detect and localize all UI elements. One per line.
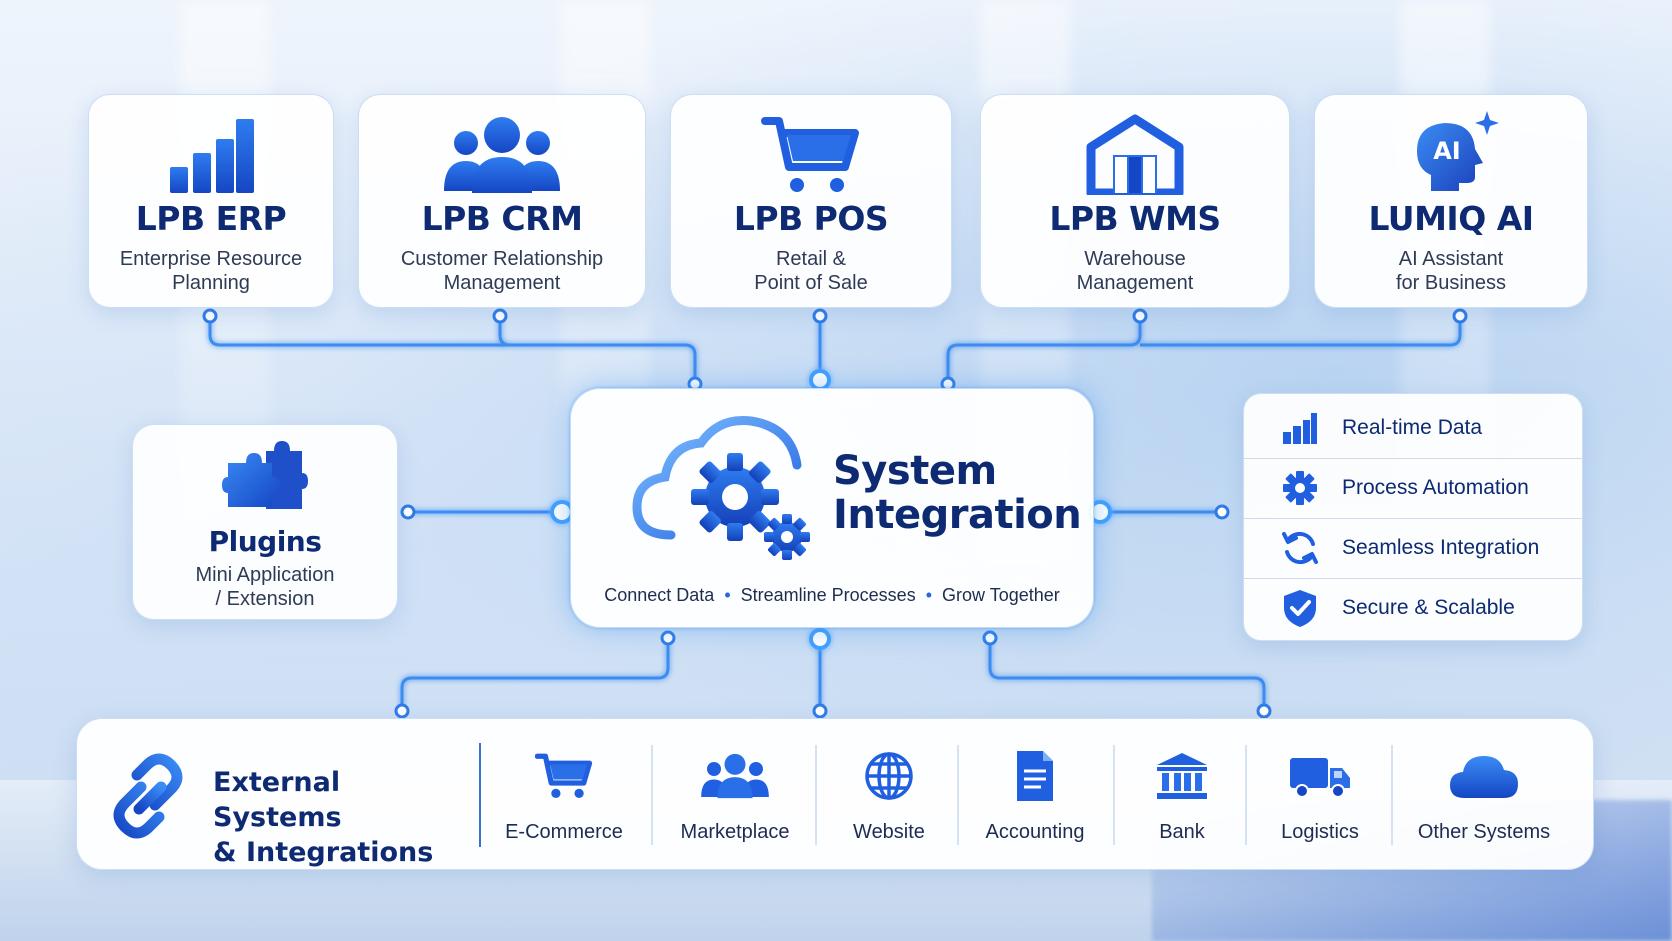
module-card-pos[interactable]: LPB POS Retail & Point of Sale — [670, 94, 952, 308]
divider — [815, 745, 817, 845]
warehouse-icon — [1086, 114, 1184, 195]
external-item-label: Accounting — [985, 821, 1085, 843]
divider — [651, 745, 653, 845]
feature-item[interactable]: Seamless Integration — [1244, 518, 1582, 579]
module-subtitle-line: Planning — [172, 272, 250, 294]
plugins-subtitle-line: / Extension — [215, 588, 315, 610]
hub-title-line: System — [833, 448, 997, 494]
module-card-wms[interactable]: LPB WMS Warehouse Management — [980, 94, 1290, 308]
truck-icon — [1290, 758, 1350, 798]
divider — [1245, 745, 1247, 845]
feature-label: Process Automation — [1342, 476, 1529, 499]
divider — [1391, 745, 1393, 845]
features-panel: Real-time Data Process Automation — [1243, 393, 1583, 641]
external-item-website[interactable]: Website — [819, 749, 959, 844]
divider — [957, 745, 959, 845]
hub-title-line: Integration — [833, 492, 1082, 538]
module-subtitle-line: Retail & — [775, 248, 847, 270]
puzzle-icon — [222, 441, 308, 509]
module-title: LUMIQ AI — [1368, 199, 1534, 238]
feature-label: Seamless Integration — [1342, 536, 1540, 559]
hub-tagline: Connect Data — [604, 585, 715, 605]
module-card-lumiq-ai[interactable]: AI LUMIQ AI AI Assistant for Business — [1314, 94, 1588, 308]
module-subtitle-line: Management — [1076, 272, 1194, 294]
feature-label: Real-time Data — [1342, 416, 1483, 439]
hub-tagline: Streamline Processes — [740, 585, 916, 605]
external-item-label: Other Systems — [1417, 821, 1551, 843]
external-item-label: Logistics — [1281, 821, 1359, 843]
module-subtitle-line: Point of Sale — [754, 272, 868, 294]
module-title: LPB POS — [733, 199, 889, 238]
external-item-label: Marketplace — [680, 821, 790, 843]
shopping-cart-icon — [535, 753, 593, 799]
external-item-label: Website — [853, 821, 925, 843]
external-title-line: External Systems — [213, 767, 342, 833]
plugins-subtitle-line: Mini Application — [195, 564, 335, 586]
external-title-line: & Integrations — [213, 837, 434, 868]
cloud-gear-icon — [632, 415, 810, 560]
shield-check-icon — [1284, 590, 1316, 627]
external-item-ecommerce[interactable]: E-Commerce — [489, 749, 639, 844]
module-card-erp[interactable]: LPB ERP Enterprise Resource Planning — [88, 94, 334, 308]
module-card-crm[interactable]: LPB CRM Customer Relationship Management — [358, 94, 646, 308]
system-integration-hub[interactable]: System Integration Connect Data•Streamli… — [570, 388, 1094, 628]
module-subtitle-line: Customer Relationship — [400, 248, 604, 270]
divider — [479, 743, 481, 847]
sync-icon — [1282, 531, 1318, 565]
module-subtitle-line: AI Assistant — [1398, 248, 1504, 270]
external-item-label: E-Commerce — [505, 821, 623, 843]
link-icon — [113, 753, 183, 839]
hub-taglines: Connect Data•Streamline Processes•Grow T… — [604, 585, 1060, 605]
module-title: LPB CRM — [421, 199, 583, 238]
module-subtitle-line: Warehouse — [1084, 248, 1186, 270]
cloud-icon — [1450, 756, 1518, 798]
feature-item[interactable]: Process Automation — [1244, 458, 1582, 519]
bank-icon — [1157, 753, 1207, 799]
hub-tagline: Grow Together — [942, 585, 1060, 605]
external-item-other-systems[interactable]: Other Systems — [1395, 749, 1573, 844]
ai-head-icon: AI — [1417, 111, 1499, 191]
feature-item[interactable]: Real-time Data — [1244, 398, 1582, 459]
bar-chart-icon — [170, 119, 254, 193]
external-item-bank[interactable]: Bank — [1117, 749, 1247, 844]
external-item-label: Bank — [1159, 821, 1205, 843]
plugins-title: Plugins — [208, 525, 322, 558]
feature-item[interactable]: Secure & Scalable — [1244, 578, 1582, 638]
divider — [1113, 745, 1115, 845]
feature-label: Secure & Scalable — [1342, 596, 1515, 619]
people-icon — [444, 117, 560, 193]
module-title: LPB ERP — [135, 199, 287, 238]
gear-icon — [1283, 471, 1317, 505]
plugins-card[interactable]: Plugins Mini Application / Extension — [132, 424, 398, 620]
external-item-logistics[interactable]: Logistics — [1249, 749, 1391, 844]
bar-chart-icon — [1283, 413, 1317, 444]
module-subtitle-line: for Business — [1395, 272, 1507, 294]
ai-icon-label: AI — [1433, 137, 1461, 165]
external-item-marketplace[interactable]: Marketplace — [655, 749, 815, 844]
module-subtitle-line: Enterprise Resource — [119, 248, 303, 270]
globe-icon — [865, 752, 913, 800]
shopping-cart-icon — [761, 117, 859, 192]
external-item-accounting[interactable]: Accounting — [961, 749, 1109, 844]
external-systems-bar: External Systems & Integrations E-Commer… — [76, 718, 1594, 870]
document-icon — [1017, 751, 1053, 801]
module-subtitle-line: Management — [443, 272, 561, 294]
people-icon — [701, 753, 769, 799]
module-title: LPB WMS — [1049, 199, 1221, 238]
